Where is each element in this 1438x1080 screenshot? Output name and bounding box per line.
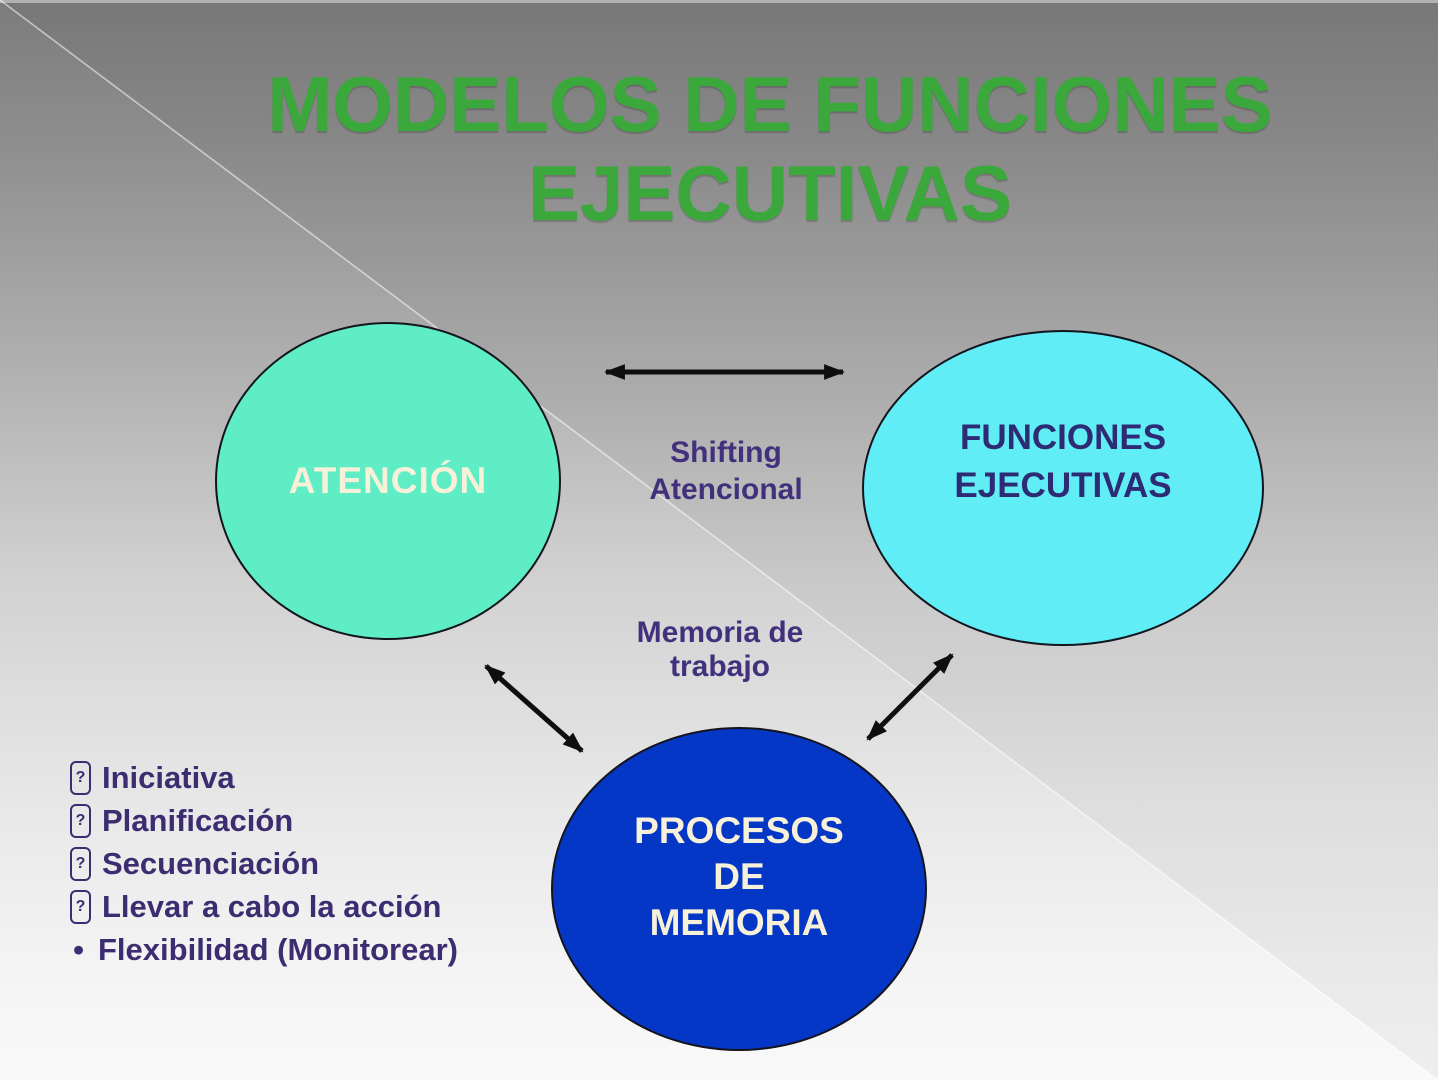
- funciones-node-line2: EJECUTIVAS: [954, 466, 1172, 505]
- list-item: ? Planificación: [70, 799, 458, 842]
- memoria-label-line1: Memoria de: [636, 616, 804, 649]
- slide-title-line1: MODELOS DE FUNCIONES: [267, 60, 1273, 148]
- atencion-node: ATENCIÓN: [215, 322, 561, 640]
- list-item-label: Planificación: [102, 802, 294, 838]
- list-item: ? Secuenciación: [70, 842, 458, 885]
- working-memory-label: Memoria de trabajo: [594, 616, 846, 684]
- shifting-atencional-label: Shifting Atencional: [600, 434, 852, 508]
- procesos-node-line3: MEMORIA: [649, 902, 829, 943]
- executive-functions-bullet-list: ? Iniciativa ? Planificación ? Secuencia…: [70, 756, 458, 971]
- funciones-ejecutivas-node-label: FUNCIONES EJECUTIVAS: [954, 414, 1171, 510]
- list-item-label: Llevar a cabo la acción: [102, 888, 442, 924]
- procesos-de-memoria-node: PROCESOS DE MEMORIA: [551, 727, 927, 1051]
- missing-glyph-bullet-icon: ?: [70, 846, 91, 881]
- atencion-node-label: ATENCIÓN: [288, 460, 488, 501]
- list-item-label: Secuenciación: [102, 845, 320, 881]
- procesos-node-line2: DE: [713, 856, 765, 897]
- missing-glyph-bullet-icon: ?: [70, 760, 91, 795]
- shifting-label-line2: Atencional: [649, 473, 803, 506]
- missing-glyph-bullet-icon: ?: [70, 803, 91, 838]
- procesos-node-line1: PROCESOS: [634, 810, 844, 851]
- memoria-label-line2: trabajo: [669, 650, 771, 683]
- list-item-label: Iniciativa: [102, 759, 235, 795]
- missing-glyph-bullet-icon: ?: [70, 889, 91, 924]
- dot-bullet-icon: •: [73, 931, 84, 967]
- list-item-label: Flexibilidad (Monitorear): [98, 931, 458, 967]
- funciones-node-line1: FUNCIONES: [959, 418, 1167, 457]
- list-item: • Flexibilidad (Monitorear): [70, 928, 458, 971]
- shifting-label-line1: Shifting: [670, 436, 782, 469]
- slide-title-line2: EJECUTIVAS: [528, 149, 1012, 237]
- list-item: ? Llevar a cabo la acción: [70, 885, 458, 928]
- list-item: ? Iniciativa: [70, 756, 458, 799]
- top-edge-strip: [0, 0, 1438, 3]
- funciones-ejecutivas-node: FUNCIONES EJECUTIVAS: [862, 330, 1264, 646]
- procesos-de-memoria-node-label: PROCESOS DE MEMORIA: [634, 808, 844, 946]
- slide-title: MODELOS DE FUNCIONES EJECUTIVAS: [240, 60, 1300, 238]
